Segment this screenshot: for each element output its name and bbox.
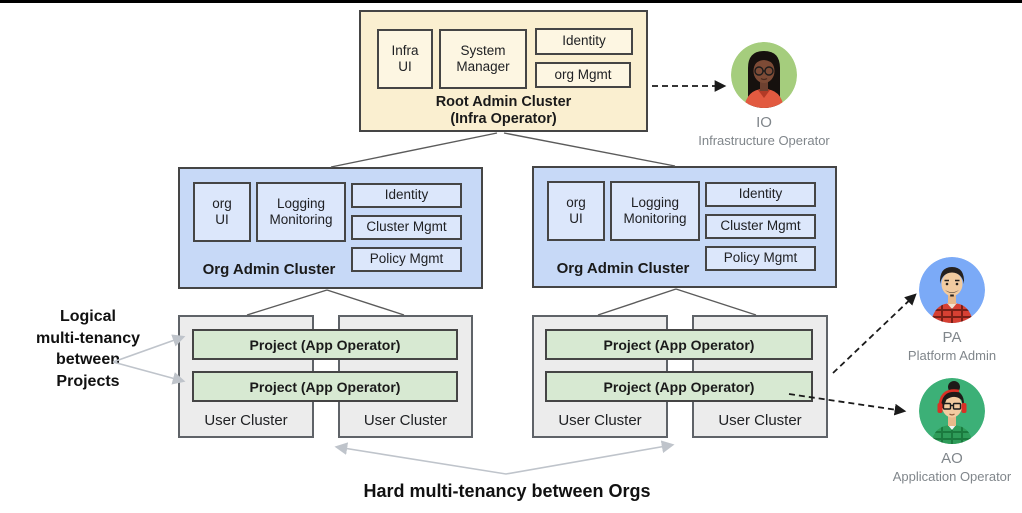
persona-ao: AO Application Operator (877, 378, 1022, 484)
top-border (0, 0, 1022, 3)
infra-ui-box: Infra UI (377, 29, 433, 89)
root-admin-cluster: Infra UI System Manager Identity org Mgm… (359, 10, 648, 132)
policy-mgmt-box: Policy Mgmt (705, 246, 816, 271)
io-avatar (731, 42, 797, 108)
root-cluster-title: Root Admin Cluster (Infra Operator) (435, 94, 572, 127)
org-cluster-title: Org Admin Cluster (556, 259, 690, 277)
logging-monitoring-box: Logging Monitoring (256, 182, 346, 242)
pa-avatar (919, 257, 985, 323)
org-mgmt-box: org Mgmt (535, 62, 631, 88)
persona-abbr: AO (941, 450, 963, 467)
org-admin-cluster-right: org UI Logging Monitoring Identity Clust… (532, 166, 837, 288)
identity-box: Identity (705, 182, 816, 207)
org-ui-box: org UI (547, 181, 605, 241)
logical-multitenancy-label: Logical multi-tenancy between Projects (35, 308, 140, 390)
persona-role: Infrastructure Operator (698, 133, 830, 148)
identity-box: Identity (351, 183, 462, 208)
policy-mgmt-box: Policy Mgmt (351, 247, 462, 272)
ao-avatar (919, 378, 985, 444)
persona-abbr: IO (756, 114, 772, 131)
system-manager-box: System Manager (439, 29, 527, 89)
project-bar: Project (App Operator) (192, 371, 458, 402)
user-cluster-label: User Cluster (558, 412, 642, 429)
org-cluster-title: Org Admin Cluster (202, 260, 336, 278)
hard-multitenancy-arrow (334, 440, 675, 475)
persona-abbr: PA (942, 329, 962, 346)
user-cluster-label: User Cluster (363, 412, 448, 429)
project-bar: Project (App Operator) (192, 329, 458, 360)
project-bar: Project (App Operator) (545, 371, 813, 402)
logging-monitoring-box: Logging Monitoring (610, 181, 700, 241)
user-cluster-label: User Cluster (204, 412, 288, 429)
identity-box: Identity (535, 28, 633, 55)
user-cluster-label: User Cluster (718, 412, 802, 429)
persona-role: Platform Admin (907, 348, 997, 363)
org-ui-box: org UI (193, 182, 251, 242)
persona-io: IO Infrastructure Operator (689, 42, 839, 148)
cluster-mgmt-box: Cluster Mgmt (351, 215, 462, 240)
hard-multitenancy-label: Hard multi-tenancy between Orgs (363, 481, 651, 501)
project-bar: Project (App Operator) (545, 329, 813, 360)
cluster-mgmt-box: Cluster Mgmt (705, 214, 816, 239)
org-admin-cluster-left: org UI Logging Monitoring Identity Clust… (178, 167, 483, 289)
persona-pa: PA Platform Admin (877, 257, 1022, 363)
persona-role: Application Operator (892, 469, 1012, 484)
